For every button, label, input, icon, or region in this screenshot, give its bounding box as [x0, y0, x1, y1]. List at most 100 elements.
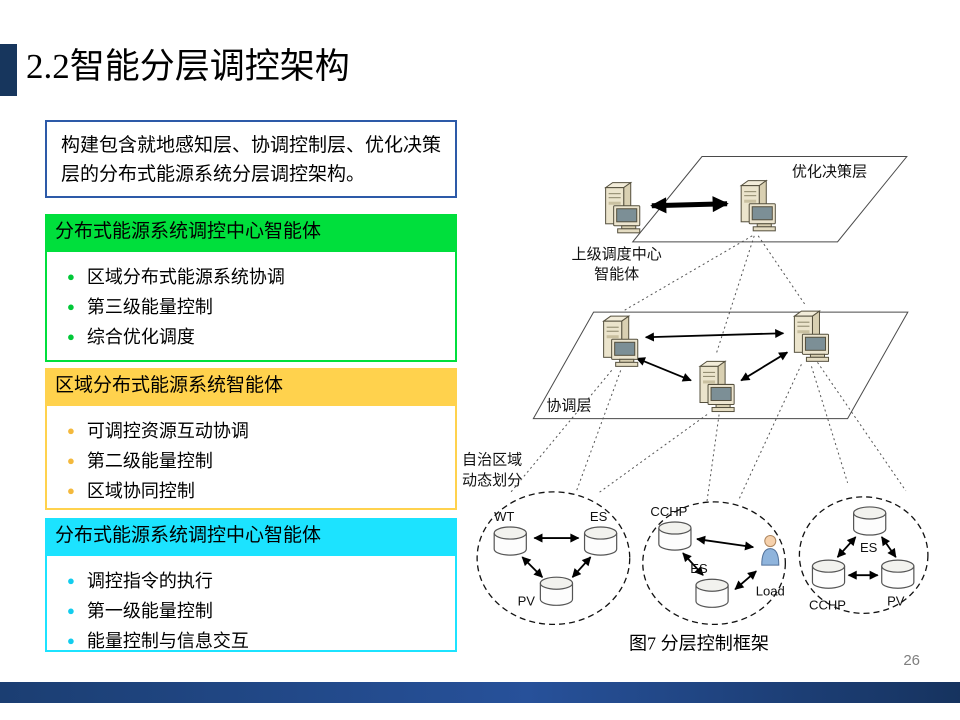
dispatch-center-label-line1: 上级调度中心 [572, 246, 662, 263]
list-item: ● 第三级能量控制 [47, 292, 455, 322]
hierarchy-diagram: 优化决策层 协调层 上级调度中心 智能体 自治区域 动态划分 WT ES PV … [462, 156, 929, 653]
agent-group-regional: 区域分布式能源系统智能体 ● 可调控资源互动协调 ● 第二级能量控制 ● 区域协同控制 [45, 368, 457, 510]
slide-title: 2.2智能分层调控架构 [26, 47, 350, 86]
agent-group-header: 区域分布式能源系统智能体 [45, 368, 457, 404]
coordination-layer-label: 协调层 [546, 398, 591, 415]
dashed-link [576, 370, 622, 492]
server-icon [605, 182, 641, 234]
autonomous-region-ellipse [642, 501, 786, 626]
footer-bar [0, 682, 960, 703]
list-item: ● 调控指令的执行 [47, 566, 455, 596]
list-item: ● 可调控资源互动协调 [47, 416, 455, 446]
double-arrow [740, 351, 789, 382]
optimization-layer-label: 优化决策层 [792, 164, 867, 181]
agent-group-header: 分布式能源系统调控中心智能体 [45, 518, 457, 554]
double-arrow [696, 535, 755, 551]
storage-cylinder-icon [658, 521, 692, 551]
list-item-text: 区域分布式能源系统协调 [86, 267, 285, 287]
double-arrow [521, 556, 544, 578]
list-item-text: 第一级能量控制 [86, 601, 213, 621]
dashed-link [706, 414, 720, 501]
list-item-text: 区域协同控制 [86, 481, 195, 501]
agent-group-body: ● 区域分布式能源系统协调 ● 第三级能量控制 ● 综合优化调度 [45, 250, 457, 362]
double-arrow [682, 552, 704, 576]
dashed-link [817, 362, 907, 492]
dashed-link [757, 235, 806, 306]
dashed-link [810, 366, 849, 483]
double-arrow [880, 536, 897, 558]
agent-list: ● 调控指令的执行 ● 第一级能量控制 ● 能量控制与信息交互 [47, 556, 455, 656]
node-label: ES [860, 540, 878, 555]
double-arrow [734, 570, 757, 590]
server-icon [793, 310, 830, 362]
bullet-icon: ● [67, 299, 75, 314]
list-item-text: 可调控资源互动协调 [86, 421, 249, 441]
list-item: ● 第一级能量控制 [47, 596, 455, 626]
node-label: PV [887, 593, 905, 608]
dashed-link [738, 364, 802, 500]
bullet-icon: ● [67, 603, 75, 618]
server-icon [603, 315, 639, 367]
double-arrow [836, 536, 857, 558]
double-arrow [644, 328, 785, 342]
double-arrow [650, 196, 729, 214]
agent-group-header: 分布式能源系统调控中心智能体 [45, 214, 457, 250]
agent-list: ● 可调控资源互动协调 ● 第二级能量控制 ● 区域协同控制 [47, 406, 455, 506]
list-item-text: 调控指令的执行 [86, 571, 213, 591]
storage-cylinder-icon [853, 506, 887, 536]
list-item: ● 综合优化调度 [47, 322, 455, 352]
list-item: ● 区域分布式能源系统协调 [47, 262, 455, 292]
double-arrow [635, 357, 692, 382]
node-label: Load [756, 583, 785, 598]
agent-list: ● 区域分布式能源系统协调 ● 第三级能量控制 ● 综合优化调度 [47, 252, 455, 352]
bullet-icon: ● [67, 423, 75, 438]
list-item-text: 第三级能量控制 [86, 297, 213, 317]
dashed-link [509, 370, 613, 494]
node-label: ES [690, 561, 708, 576]
agent-group-body: ● 可调控资源互动协调 ● 第二级能量控制 ● 区域协同控制 [45, 404, 457, 510]
bullet-icon: ● [67, 329, 75, 344]
storage-cylinder-icon [881, 559, 915, 589]
server-icon [699, 360, 735, 413]
node-label: CCHP [650, 504, 687, 519]
node-label: PV [518, 593, 536, 608]
list-item: ● 能量控制与信息交互 [47, 626, 455, 656]
dashed-link [598, 414, 708, 494]
storage-cylinder-icon [493, 526, 527, 556]
double-arrow [571, 556, 592, 578]
load-person-icon [761, 535, 780, 566]
autonomous-region-ellipse [476, 491, 631, 626]
dispatch-center-label-line2: 智能体 [594, 265, 639, 283]
storage-cylinder-icon [695, 578, 729, 608]
bullet-icon: ● [67, 453, 75, 468]
dashed-link [715, 235, 755, 355]
agent-group-terminal: 分布式能源系统调控中心智能体 ● 调控指令的执行 ● 第一级能量控制 ● 能量控制与信… [45, 518, 457, 652]
agent-group-body: ● 调控指令的执行 ● 第一级能量控制 ● 能量控制与信息交互 [45, 554, 457, 652]
list-item: ● 第二级能量控制 [47, 446, 455, 476]
node-label: ES [590, 509, 608, 524]
agent-group-control-center: 分布式能源系统调控中心智能体 ● 区域分布式能源系统协调 ● 第三级能量控制 ● 综合… [45, 214, 457, 362]
title-accent-bar [0, 44, 17, 96]
list-item-text: 第二级能量控制 [86, 451, 213, 471]
list-item: ● 区域协同控制 [47, 476, 455, 506]
storage-cylinder-icon [583, 526, 618, 556]
intro-text: 构建包含就地感知层、协调控制层、优化决策层的分布式能源系统分层调控架构。 [61, 135, 442, 185]
page-number: 26 [903, 652, 920, 669]
bullet-icon: ● [67, 483, 75, 498]
autonomous-region-label-line1: 自治区域 [462, 452, 522, 469]
intro-box: 构建包含就地感知层、协调控制层、优化决策层的分布式能源系统分层调控架构。 [45, 120, 457, 198]
autonomous-region-label-line2: 动态划分 [462, 472, 522, 489]
list-item-text: 能量控制与信息交互 [86, 631, 249, 651]
storage-cylinder-icon [539, 576, 574, 606]
storage-cylinder-icon [811, 559, 846, 589]
figure-caption: 图7 分层控制框架 [629, 633, 769, 653]
autonomous-region-ellipse [798, 496, 929, 615]
server-icon [740, 180, 776, 232]
list-item-text: 综合优化调度 [86, 327, 195, 347]
bullet-icon: ● [67, 633, 75, 648]
node-label: WT [494, 509, 514, 524]
bullet-icon: ● [67, 269, 75, 284]
bullet-icon: ● [67, 573, 75, 588]
optimization-layer-plane [631, 156, 908, 243]
